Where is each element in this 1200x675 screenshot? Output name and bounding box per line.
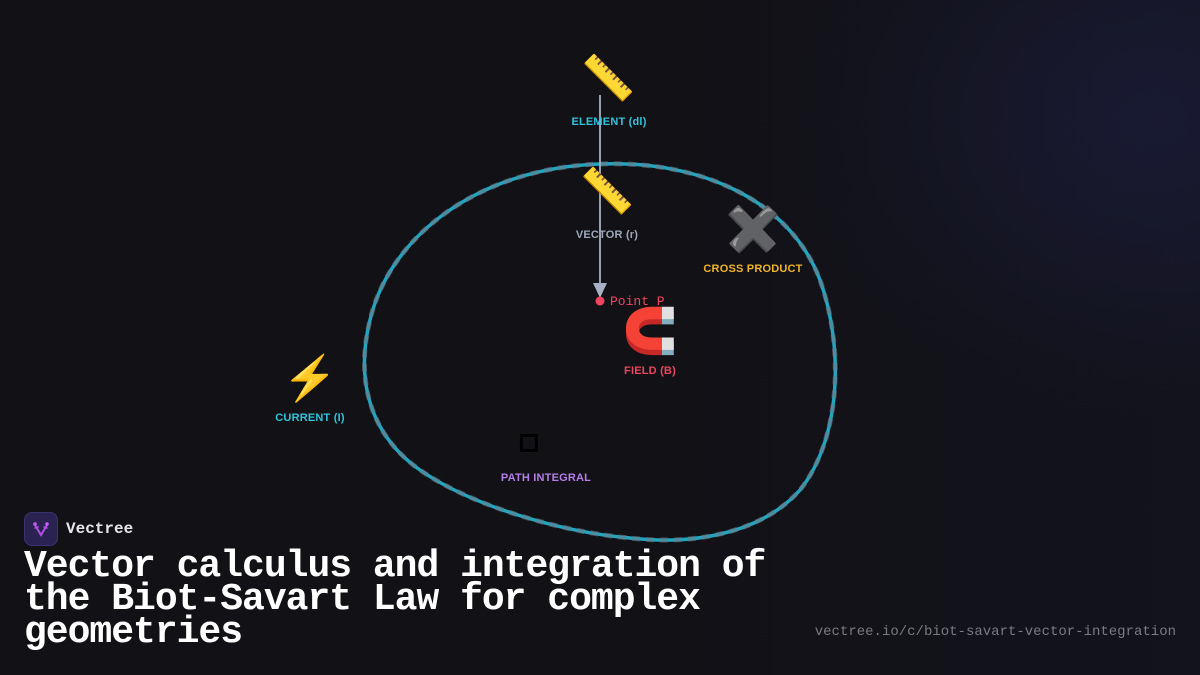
r-vector-arrowhead [593,283,607,298]
page-url: vectree.io/c/biot-savart-vector-integrat… [814,624,1176,640]
node-path-integral-label: PATH INTEGRAL [500,472,592,484]
page-title: Vector calculus and integration of the B… [24,545,766,654]
multiply-icon: ✖️ [725,205,781,254]
square-icon [520,434,538,452]
node-element: 📏 ELEMENT (dl) [569,54,646,128]
current-loop [362,162,837,542]
node-current-label: CURRENT (I) [275,412,345,424]
vectree-logo-icon [24,512,58,546]
node-element-label: ELEMENT (dl) [571,116,647,128]
ruler-icon: 📏 [579,167,635,216]
node-path-integral: PATH INTEGRAL [501,434,591,484]
node-field-label: FIELD (B) [624,365,676,377]
node-field: 🧲 FIELD (B) [623,307,678,377]
node-cross-product-label: CROSS PRODUCT [703,263,803,275]
lightning-icon: ⚡ [282,354,338,403]
brand-name: Vectree [66,520,134,538]
node-cross-product: ✖️ CROSS PRODUCT [703,205,802,275]
node-vector: 📏 VECTOR (r) [576,167,638,241]
node-current: ⚡ CURRENT (I) [275,354,344,424]
point-p-marker [595,296,605,306]
node-vector-label: VECTOR (r) [575,229,639,241]
ruler-icon: 📏 [580,54,636,103]
brand: Vectree [24,512,133,546]
point-p-label: Point P [610,294,665,309]
magnet-icon: 🧲 [622,307,678,356]
